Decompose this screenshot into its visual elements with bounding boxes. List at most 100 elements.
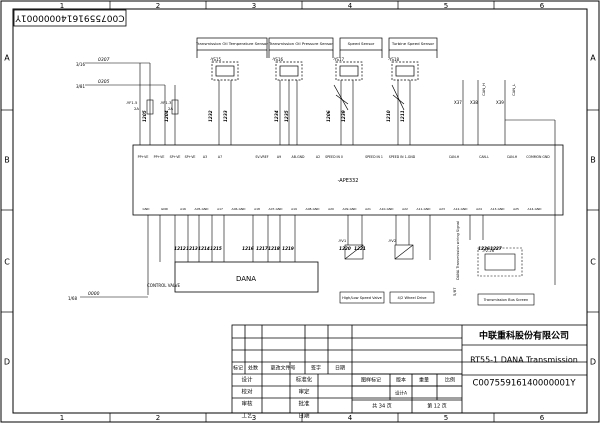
ecu-top-pin: A2 — [316, 155, 320, 159]
ecu-label: -APE332 — [338, 178, 359, 184]
ecu-top-pin: CAN-L — [479, 155, 489, 159]
control-valve-label: CONTROL VALVE — [147, 283, 181, 288]
ecu-bottom-pin: A18 — [254, 207, 260, 211]
rev-header: 更改文件号 — [270, 365, 295, 372]
drawing-number-stamp-box — [13, 9, 127, 27]
ecu-top-pin: SPEED IN 0 — [325, 155, 343, 159]
sensor-ref-1: -YS15 — [210, 57, 222, 62]
zone-col-bottom-3: 3 — [252, 414, 256, 422]
company-name: 中联重科股份有限公司 — [479, 330, 569, 342]
drawing-number-stamp: C00755916140000001Y — [15, 13, 125, 23]
zone-row-right-C: C — [590, 258, 596, 267]
ecu-top-pin: SP+VE — [170, 155, 181, 159]
ecu-top-pin: SP+VE — [185, 155, 196, 159]
wire-bottom-1216: 1216 — [242, 246, 254, 251]
zone-row-left-B: B — [4, 156, 10, 165]
version-label: 版本 — [396, 377, 406, 384]
zone-col-bottom-2: 2 — [156, 414, 160, 422]
control-valve-wiring — [147, 215, 296, 295]
ecu-bottom-pin: A20 — [328, 207, 334, 211]
sensor-label-temp: Transmission Oil Temperature Sensor — [195, 41, 268, 46]
ecu-top-pin: A9 — [277, 155, 281, 159]
x-ref-3: X39 — [496, 100, 504, 105]
zone-col-bottom-4: 4 — [348, 414, 353, 422]
sensor-headers — [196, 37, 438, 58]
zone-col-top-3: 3 — [252, 2, 256, 10]
sensor-ref-3: -YS17 — [333, 57, 345, 62]
wheel-drive-label: 4/2 Wheel Drive — [398, 296, 428, 300]
sensor-label-speed: Speed Sensor — [348, 41, 375, 46]
bus-screen-wiring — [477, 247, 535, 306]
valve-ref-2: -YV2 — [388, 238, 397, 243]
tb-row-label: 审定 — [298, 388, 310, 396]
sensor-ref-2: -YS16 — [272, 57, 284, 62]
ecu-bottom-pin: A21 — [365, 207, 371, 211]
tb-row-label: 标准化 — [296, 376, 313, 384]
scale-label: 比例 — [445, 377, 455, 384]
wire-top-1234: 1234 — [274, 110, 279, 122]
bus-ref: -P2.26 — [482, 248, 495, 253]
power-supply — [85, 62, 179, 145]
tb-row-label: 日期 — [298, 413, 310, 420]
wire-bottom-1212: 1212 — [174, 246, 186, 251]
can-l-label: CAN_L — [511, 83, 516, 96]
total-pages: 共 34 页 — [372, 403, 392, 410]
wire-bottom-1220: 1220 — [339, 246, 351, 251]
wire-bottom-1218: 1218 — [268, 246, 280, 251]
x-ref-1: X37 — [454, 100, 462, 105]
wire-top-1233: 1233 — [223, 110, 228, 122]
wire-top-1205: 1205 — [142, 110, 147, 122]
zone-col-top-6: 6 — [540, 2, 545, 10]
tb-row-label: 批准 — [298, 400, 310, 408]
zone-col-bottom-5: 5 — [444, 414, 448, 422]
ecu-top-pin: CAN-H — [449, 155, 460, 159]
zone-col-bottom-1: 1 — [60, 414, 64, 422]
tb-row-label: 审核 — [241, 400, 253, 408]
ground-wire-number: 0000 — [88, 291, 100, 297]
wire-top-1211: 1211 — [400, 110, 405, 122]
ecu-bottom-pin: A08-GND — [306, 207, 321, 211]
high-low-speed-valve-label: High/Low Speed Valve — [342, 296, 383, 300]
zone-row-right-D: D — [590, 358, 596, 367]
rev-header: 日期 — [335, 366, 345, 372]
stage-label: 图样标记 — [361, 377, 381, 384]
wire-top-1204: 1204 — [164, 110, 169, 122]
ecu-bottom-pin: A16 — [180, 207, 186, 211]
zone-row-right-B: B — [590, 156, 596, 165]
ecu-bottom-pin: A09-GND — [343, 207, 358, 211]
ecu-bottom-pin: A19 — [291, 207, 297, 211]
zone-col-bottom-6: 6 — [540, 414, 545, 422]
can-wiring — [462, 80, 556, 285]
ecu-bottom-pin: A14-GND — [528, 207, 543, 211]
signal-ref: 5/87 — [452, 287, 457, 296]
wire-bottom-1217: 1217 — [256, 246, 268, 251]
speed-valve-wiring — [339, 215, 435, 304]
ecu-bottom-pin: A17 — [217, 207, 223, 211]
ecu-top-pin: SV-VREF — [255, 155, 268, 159]
rev-header: 处数 — [248, 365, 258, 372]
wire-bottom-1219: 1219 — [282, 246, 294, 251]
sensor-ref-4: -YS18 — [388, 57, 400, 62]
zone-row-left-C: C — [4, 258, 10, 267]
tb-row-label: 设计 — [241, 376, 253, 384]
ecu-bottom-pin: A11-GND — [417, 207, 432, 211]
ecu-top-pin: PP+VE — [138, 155, 149, 159]
zone-col-top-5: 5 — [444, 2, 448, 10]
wire-top-1232: 1232 — [208, 110, 213, 122]
wire-top-1206: 1206 — [326, 110, 331, 122]
wire-bottom-1221: 1221 — [354, 246, 366, 251]
wire-bottom-1215: 1215 — [210, 246, 222, 251]
drawing-number: C00755916140000001Y — [472, 379, 576, 389]
zone-row-left-A: A — [4, 54, 10, 63]
supply-wire-2: 0305 — [98, 79, 110, 85]
tb-row-label: 工艺 — [241, 413, 253, 420]
zone-col-top-2: 2 — [156, 2, 160, 10]
fuse-2-size: 2A — [168, 106, 173, 111]
ecu-top-pin: AB-GND — [292, 155, 305, 159]
